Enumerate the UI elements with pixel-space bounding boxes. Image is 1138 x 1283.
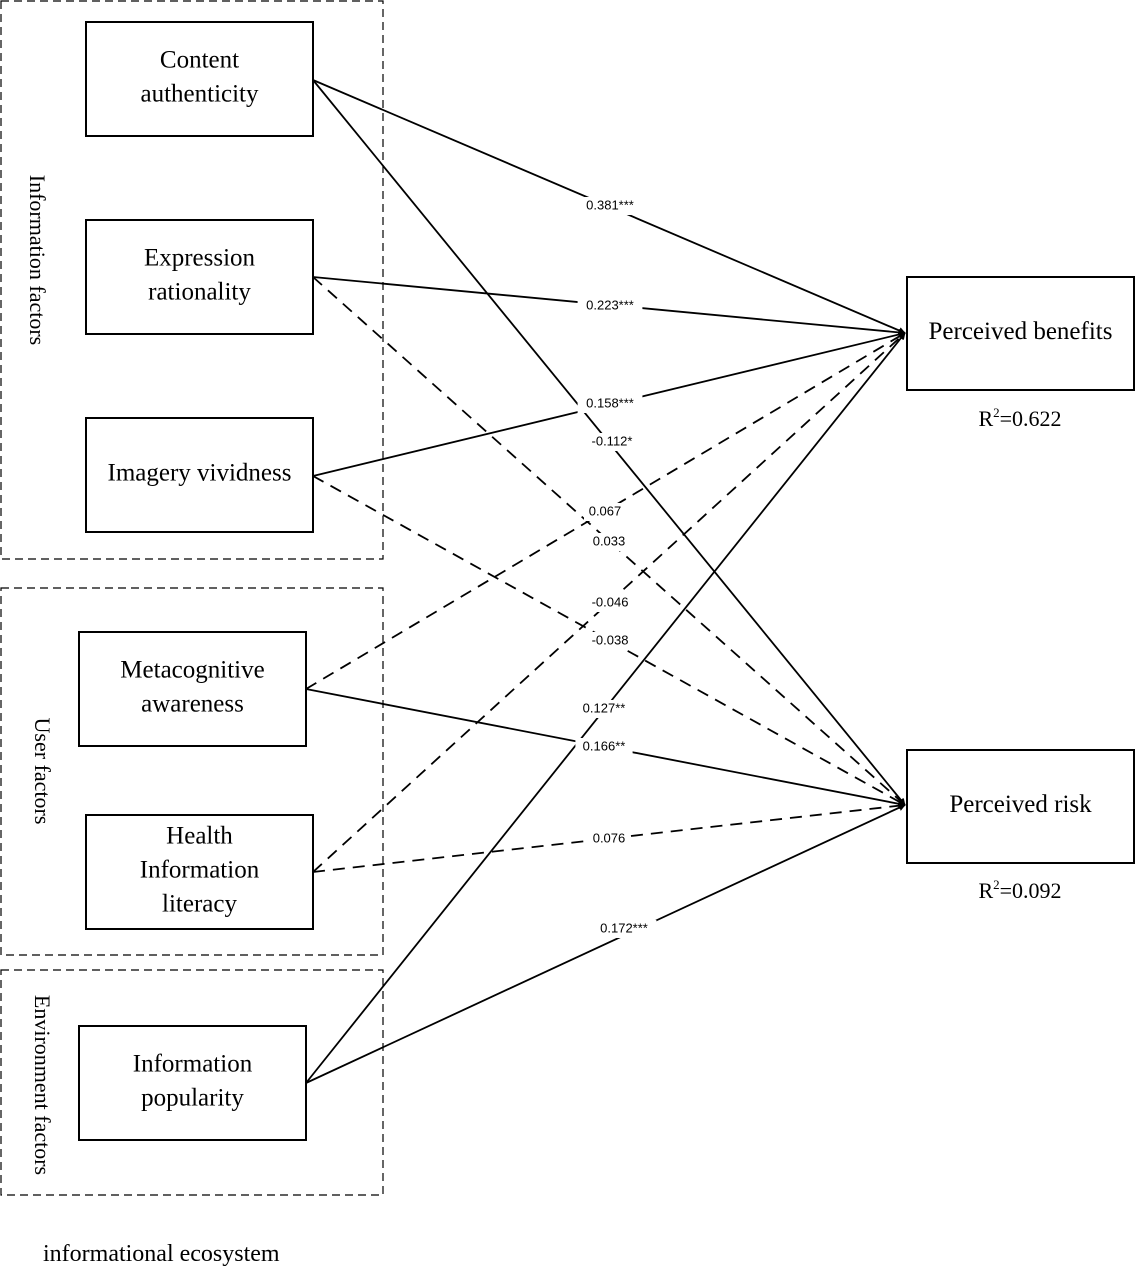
construct-box-ER: Expression rationality (85, 219, 314, 335)
construct-box-frame (78, 631, 307, 747)
construct-label: awareness (141, 691, 244, 718)
construct-box-frame (85, 417, 314, 533)
construct-label: Information (133, 1051, 253, 1078)
coefficient-labels: 0.381*** 0.223*** 0.158*** -0.112* 0.067 0.03… (575, 197, 657, 938)
construct-box-frame (85, 814, 314, 930)
outcome-label: Perceived benefits (929, 318, 1113, 345)
construct-label: Content (160, 47, 239, 74)
group-label-user: User factors (30, 718, 55, 825)
construct-box-IP: Information popularity (78, 1025, 307, 1141)
coefficient-value: 0.166** (583, 738, 626, 753)
construct-box-frame (85, 21, 314, 137)
coefficient-MA-PR: 0.166** (575, 738, 633, 756)
outcome-label: Perceived risk (949, 791, 1092, 818)
coefficient-value: 0.067 (589, 503, 622, 518)
construct-label: popularity (141, 1085, 244, 1112)
coefficient-HIL-PB: -0.046 (585, 594, 635, 612)
coefficient-ER-PR: 0.033 (588, 533, 630, 551)
construct-label: Imagery vividness (108, 460, 292, 487)
coefficient-HIL-PR: 0.076 (588, 830, 630, 848)
coefficient-value: -0.038 (592, 632, 629, 647)
coefficient-value: 0.127** (583, 700, 626, 715)
coefficient-value: 0.158*** (586, 395, 634, 410)
group-frame-information (0, 0, 384, 560)
coefficient-value: 0.223*** (586, 297, 634, 312)
construct-label: Information (140, 857, 260, 884)
construct-label: rationality (148, 279, 251, 306)
coefficient-IP-PB: 0.127** (575, 700, 633, 718)
coefficient-value: 0.381*** (586, 197, 634, 212)
construct-label: Expression (144, 245, 256, 272)
coefficient-CA-PR: -0.112* (583, 433, 641, 451)
outcome-box-frame (906, 749, 1135, 864)
construct-box-CA: Content authenticity (85, 21, 314, 137)
r-squared-label: R2=0.622 (978, 405, 1061, 431)
construct-label: literacy (162, 891, 237, 918)
group-label-information: Information factors (25, 175, 50, 345)
coefficient-MA-PB: 0.067 (584, 503, 626, 521)
coefficient-IV-PB: 0.158*** (577, 395, 643, 413)
construct-label: authenticity (140, 81, 259, 108)
group-label-environment: Environment factors (30, 995, 55, 1175)
construct-box-frame (85, 219, 314, 335)
coefficient-value: -0.112* (592, 433, 633, 448)
diagram-caption: informational ecosystem (43, 1241, 280, 1267)
construct-box-frame (78, 1025, 307, 1141)
coefficient-IP-PR: 0.172*** (591, 920, 657, 938)
coefficient-IV-PR: -0.038 (585, 632, 635, 650)
construct-label: Health (166, 823, 233, 850)
path-ER-PR (312, 276, 906, 806)
path-IP-PR (305, 804, 906, 1084)
group-frame-user (0, 587, 384, 956)
group-frame-environment (0, 969, 384, 1196)
path-IV-PR (312, 475, 906, 806)
coefficient-value: -0.046 (592, 594, 629, 609)
construct-box-IV: Imagery vividness (85, 417, 314, 533)
r-squared-label: R2=0.092 (978, 877, 1061, 903)
construct-box-MA: Metacognitive awareness (78, 631, 307, 747)
coefficient-ER-PB: 0.223*** (577, 297, 643, 315)
coefficient-value: 0.033 (593, 533, 626, 548)
construct-label: Metacognitive (120, 657, 264, 684)
coefficient-value: 0.076 (593, 830, 626, 845)
coefficient-value: 0.172*** (600, 920, 648, 935)
coefficient-CA-PB: 0.381*** (577, 197, 643, 215)
outcome-box-frame (906, 276, 1135, 391)
